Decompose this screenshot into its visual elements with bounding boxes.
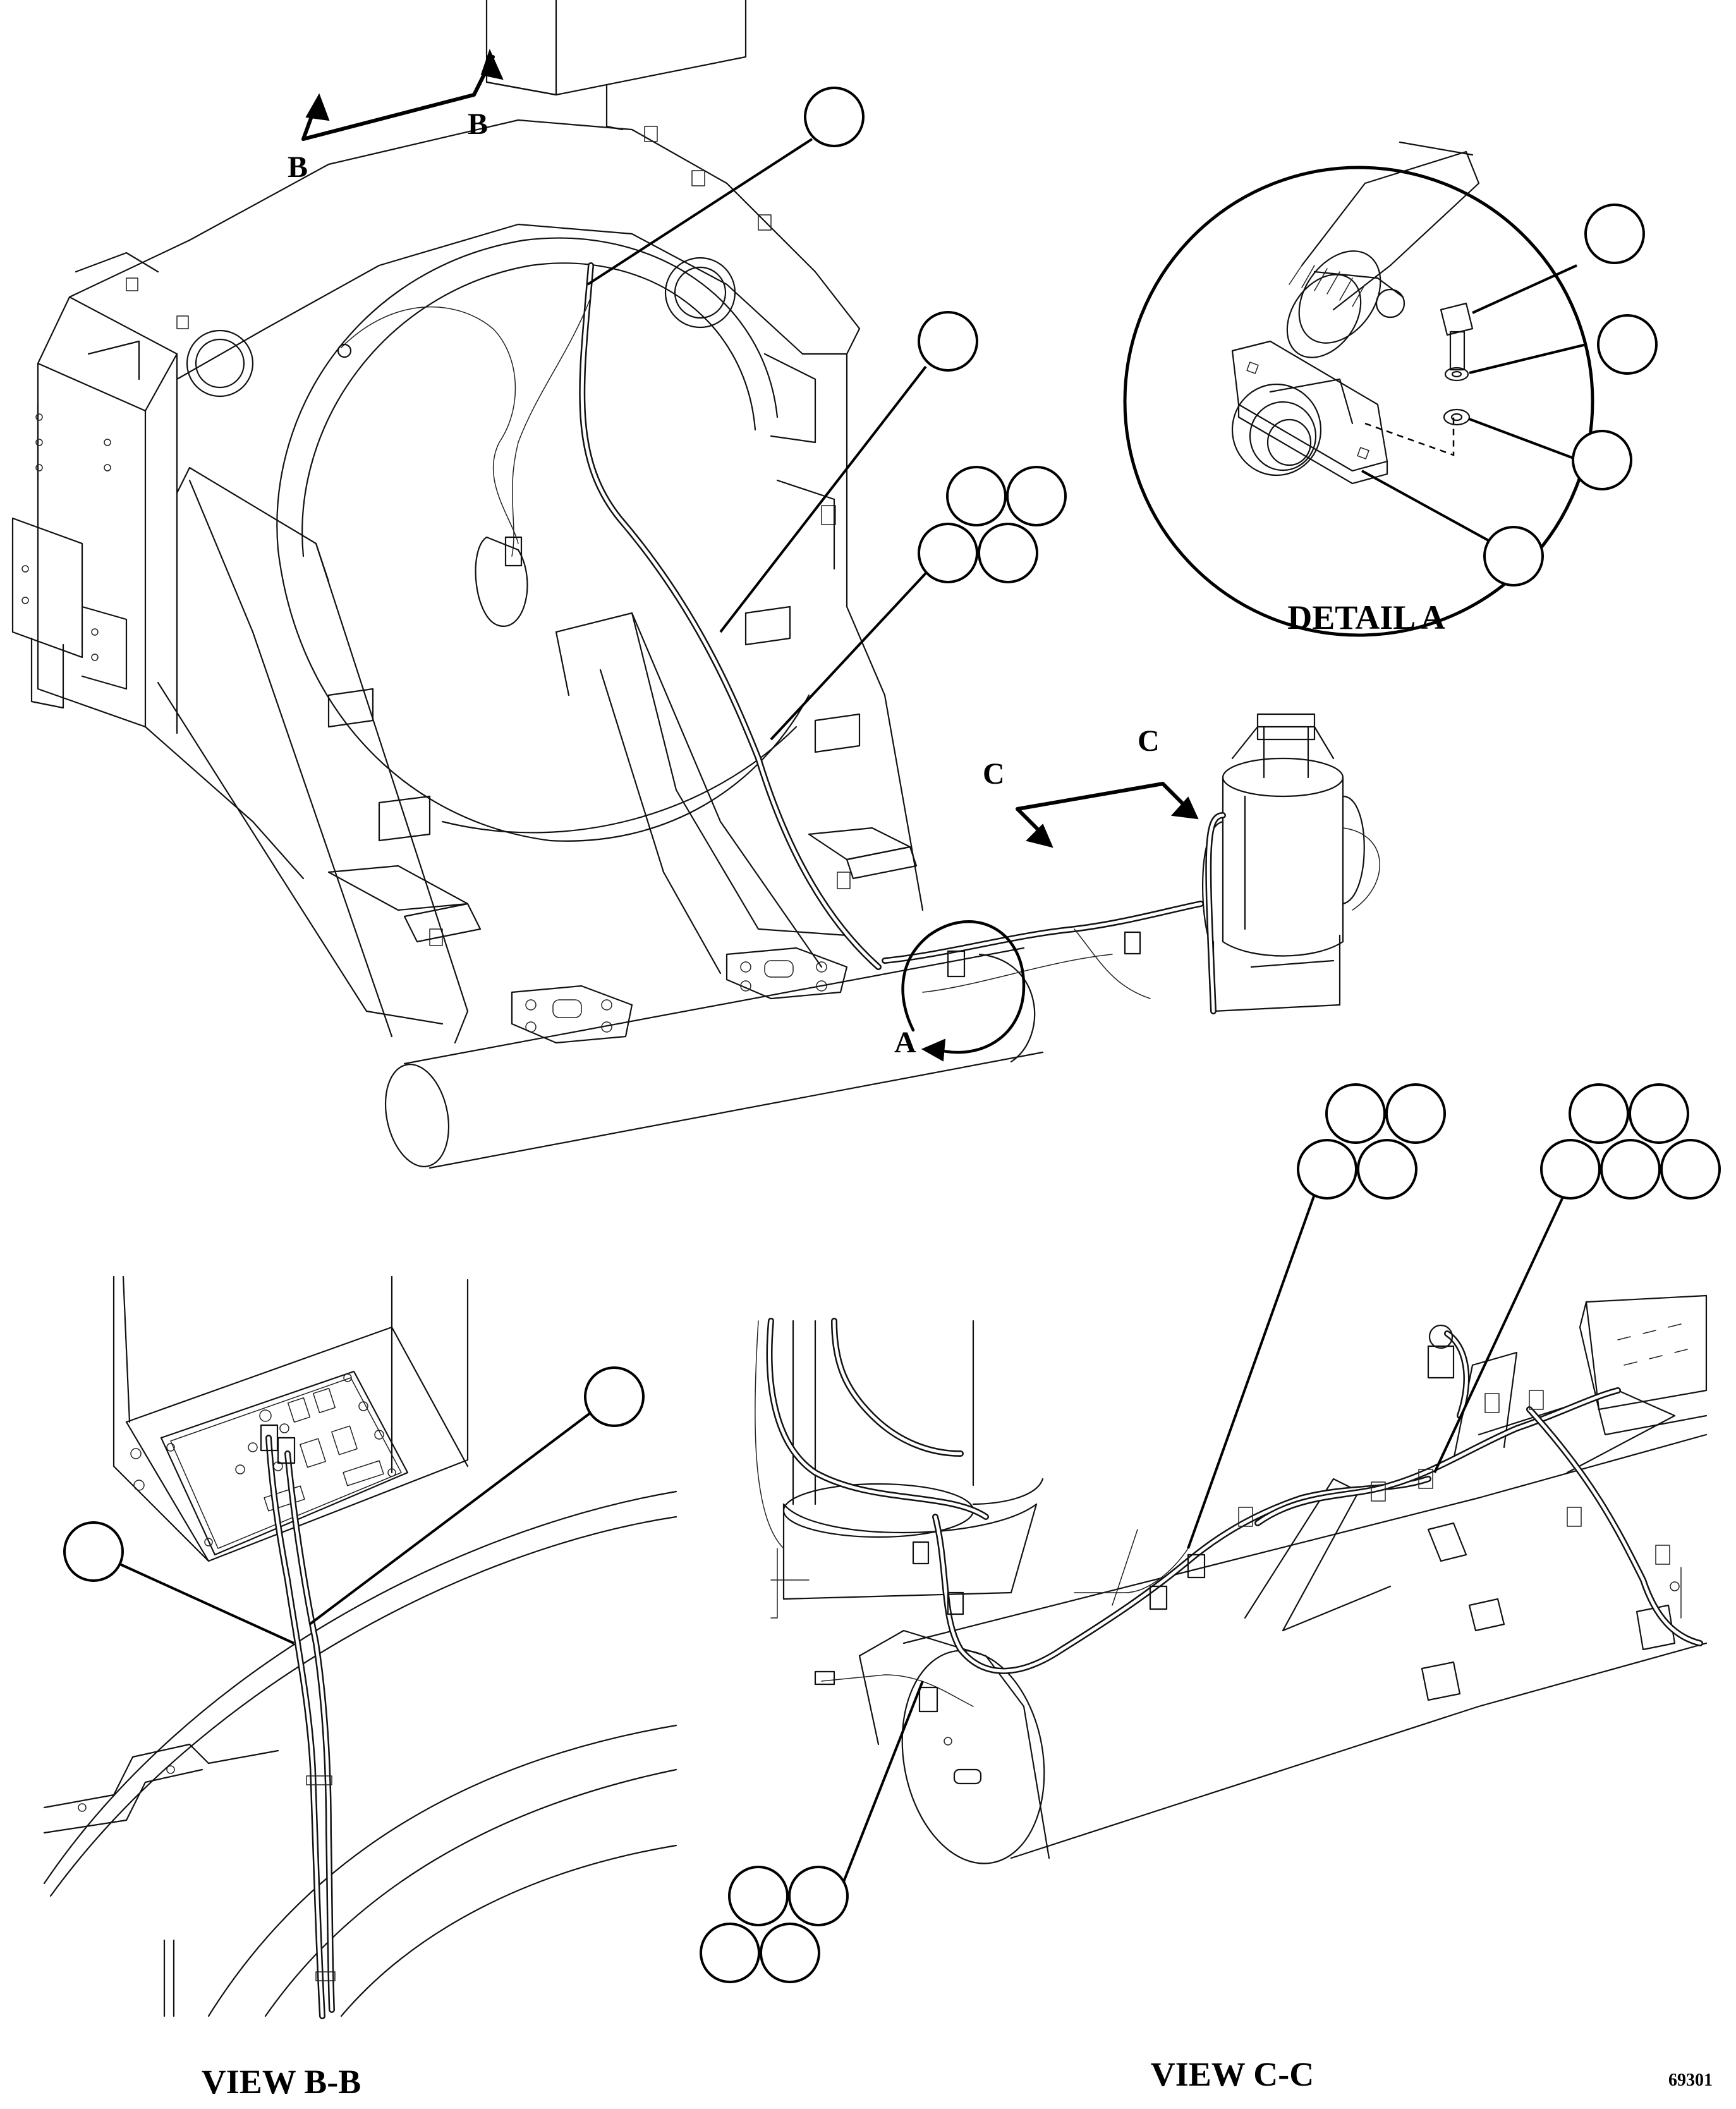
main-view: B B C C A	[11, 0, 1380, 1169]
main-frame-housing	[11, 119, 861, 842]
section-arrow-c	[1016, 782, 1199, 848]
section-arrow-b	[301, 49, 504, 141]
view-cc-title: VIEW C-C	[1151, 2055, 1314, 2093]
callout-bubble-view-bb-2	[63, 1521, 294, 1644]
detail-marker-a: A	[894, 1026, 916, 1059]
section-marker-b-right: B	[468, 107, 488, 141]
detail-a-view: DETAIL A	[1123, 141, 1658, 637]
callout-bubble-main-2	[719, 311, 978, 633]
frame-arms	[144, 466, 924, 1044]
view-bb-title: VIEW B-B	[202, 2063, 361, 2101]
upper-box	[485, 0, 747, 131]
figure-number: 69301	[1668, 2070, 1713, 2090]
callout-bubble-detail-bolt	[1472, 204, 1645, 314]
reservoir-assembly	[1202, 713, 1365, 1014]
section-marker-c-left: C	[983, 757, 1005, 791]
detail-a-callout-circle	[901, 920, 1026, 1062]
callout-bubble-main-1	[586, 87, 865, 286]
callout-bubble-cluster-main	[770, 466, 1067, 741]
callout-bubble-cluster-view-cc-3	[700, 1681, 924, 1983]
main-harness	[337, 262, 1380, 999]
callout-bubble-detail-connector	[1361, 470, 1544, 587]
callout-bubble-view-bb-1	[308, 1366, 645, 1626]
section-marker-b-left: B	[288, 150, 308, 184]
detail-a-title: DETAIL A	[1287, 599, 1445, 636]
callout-bubble-cluster-view-cc-2	[1433, 1083, 1721, 1473]
callout-bubble-detail-washer-1	[1469, 314, 1658, 375]
view-cc: VIEW C-C	[700, 1083, 1721, 2093]
cross-tube	[384, 947, 1044, 1169]
callout-bubble-cluster-view-cc-1	[1187, 1083, 1446, 1549]
section-marker-c-right: C	[1138, 724, 1160, 758]
callout-bubble-detail-washer-2	[1469, 418, 1632, 490]
view-bb: VIEW B-B	[43, 1275, 677, 2101]
